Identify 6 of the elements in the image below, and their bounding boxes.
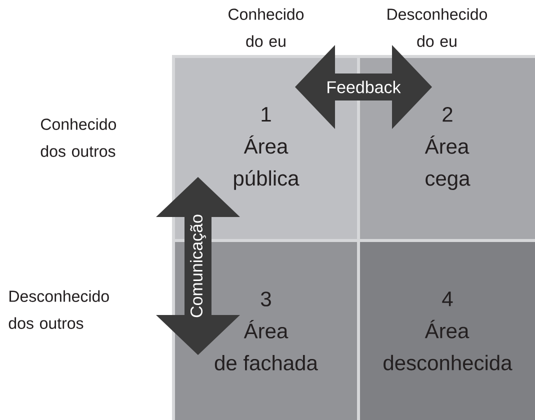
- axis-label: Conhecido dos outros: [40, 118, 116, 157]
- axis-label: Desconhecido do eu: [388, 8, 487, 47]
- axis-label: Desconhecido dos outros: [8, 290, 109, 329]
- double-arrow: [295, 45, 432, 129]
- quadrant-box: 4 Área desconhecida: [360, 242, 535, 420]
- double-arrow: [156, 177, 240, 355]
